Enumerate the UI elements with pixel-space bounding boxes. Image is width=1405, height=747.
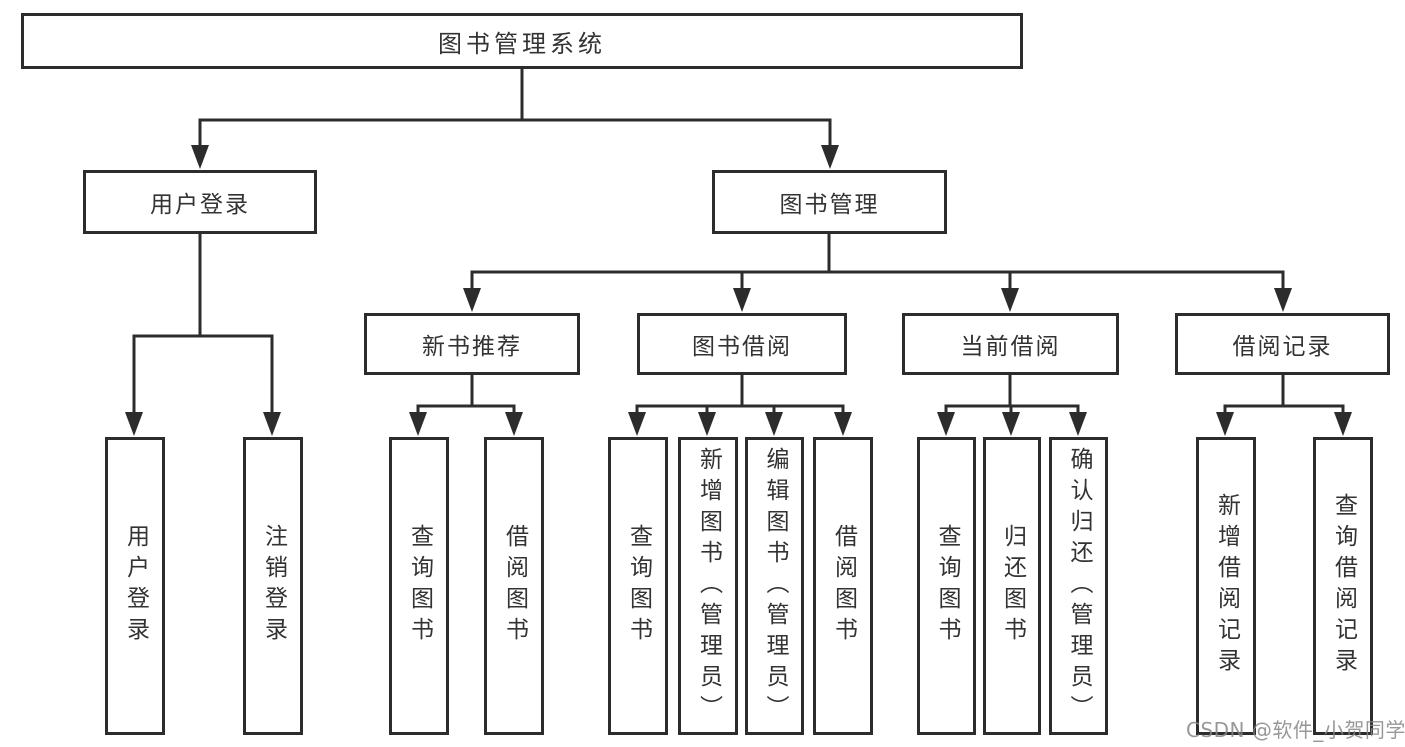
node-label: 新书推荐: [422, 334, 522, 360]
leaf-query-books-recommend: 查询图书: [389, 437, 449, 735]
node-label: 当前借阅: [960, 334, 1061, 360]
node-label: 借阅记录: [1232, 334, 1333, 360]
leaf-add-book-admin: 新增图书（管理员）: [678, 437, 738, 735]
node-label: 确认归还（管理员）: [1066, 446, 1092, 726]
node-label: 新增图书（管理员）: [695, 446, 722, 726]
node-label: 用户登录: [150, 192, 250, 218]
node-label: 查询图书: [625, 524, 652, 648]
leaf-query-books-borrowing: 查询图书: [608, 437, 668, 735]
arrowheads: [125, 145, 1352, 436]
node-label: 查询图书: [406, 524, 433, 648]
node-book-management: 图书管理: [712, 170, 947, 234]
node-label: 查询图书: [934, 524, 960, 648]
leaf-logout: 注销登录: [243, 437, 303, 735]
leaf-edit-book-admin: 编辑图书（管理员）: [745, 437, 804, 735]
node-label: 图书管理: [779, 192, 880, 218]
node-label: 注销登录: [260, 524, 287, 648]
node-borrowing-records: 借阅记录: [1175, 313, 1390, 375]
csdn-watermark: CSDN @软件_小贺同学: [1186, 718, 1405, 742]
leaf-query-borrow-record: 查询借阅记录: [1313, 437, 1373, 735]
leaf-borrow-books-borrowing: 借阅图书: [813, 437, 873, 735]
node-label: 借阅图书: [501, 524, 528, 648]
node-book-borrowing: 图书借阅: [637, 313, 847, 375]
leaf-add-borrow-record: 新增借阅记录: [1196, 437, 1256, 735]
node-label: 用户登录: [122, 524, 149, 648]
node-new-book-recommendation: 新书推荐: [364, 313, 580, 375]
node-library-management-system: 图书管理系统: [21, 13, 1023, 69]
leaf-return-book: 归还图书: [983, 437, 1041, 735]
node-user-login: 用户登录: [83, 170, 317, 234]
node-label: 查询借阅记录: [1330, 493, 1357, 679]
node-label: 归还图书: [999, 524, 1026, 648]
leaf-query-books-current: 查询图书: [917, 437, 976, 735]
leaf-confirm-return-admin: 确认归还（管理员）: [1049, 437, 1108, 735]
node-label: 编辑图书（管理员）: [762, 446, 788, 726]
leaf-borrow-books-recommend: 借阅图书: [484, 437, 544, 735]
node-label: 图书借阅: [692, 334, 792, 360]
node-label: 借阅图书: [830, 524, 857, 648]
node-current-borrowing: 当前借阅: [902, 313, 1119, 375]
node-label: 新增借阅记录: [1213, 493, 1240, 679]
leaf-user-login: 用户登录: [105, 437, 165, 735]
node-label: 图书管理系统: [438, 29, 606, 58]
